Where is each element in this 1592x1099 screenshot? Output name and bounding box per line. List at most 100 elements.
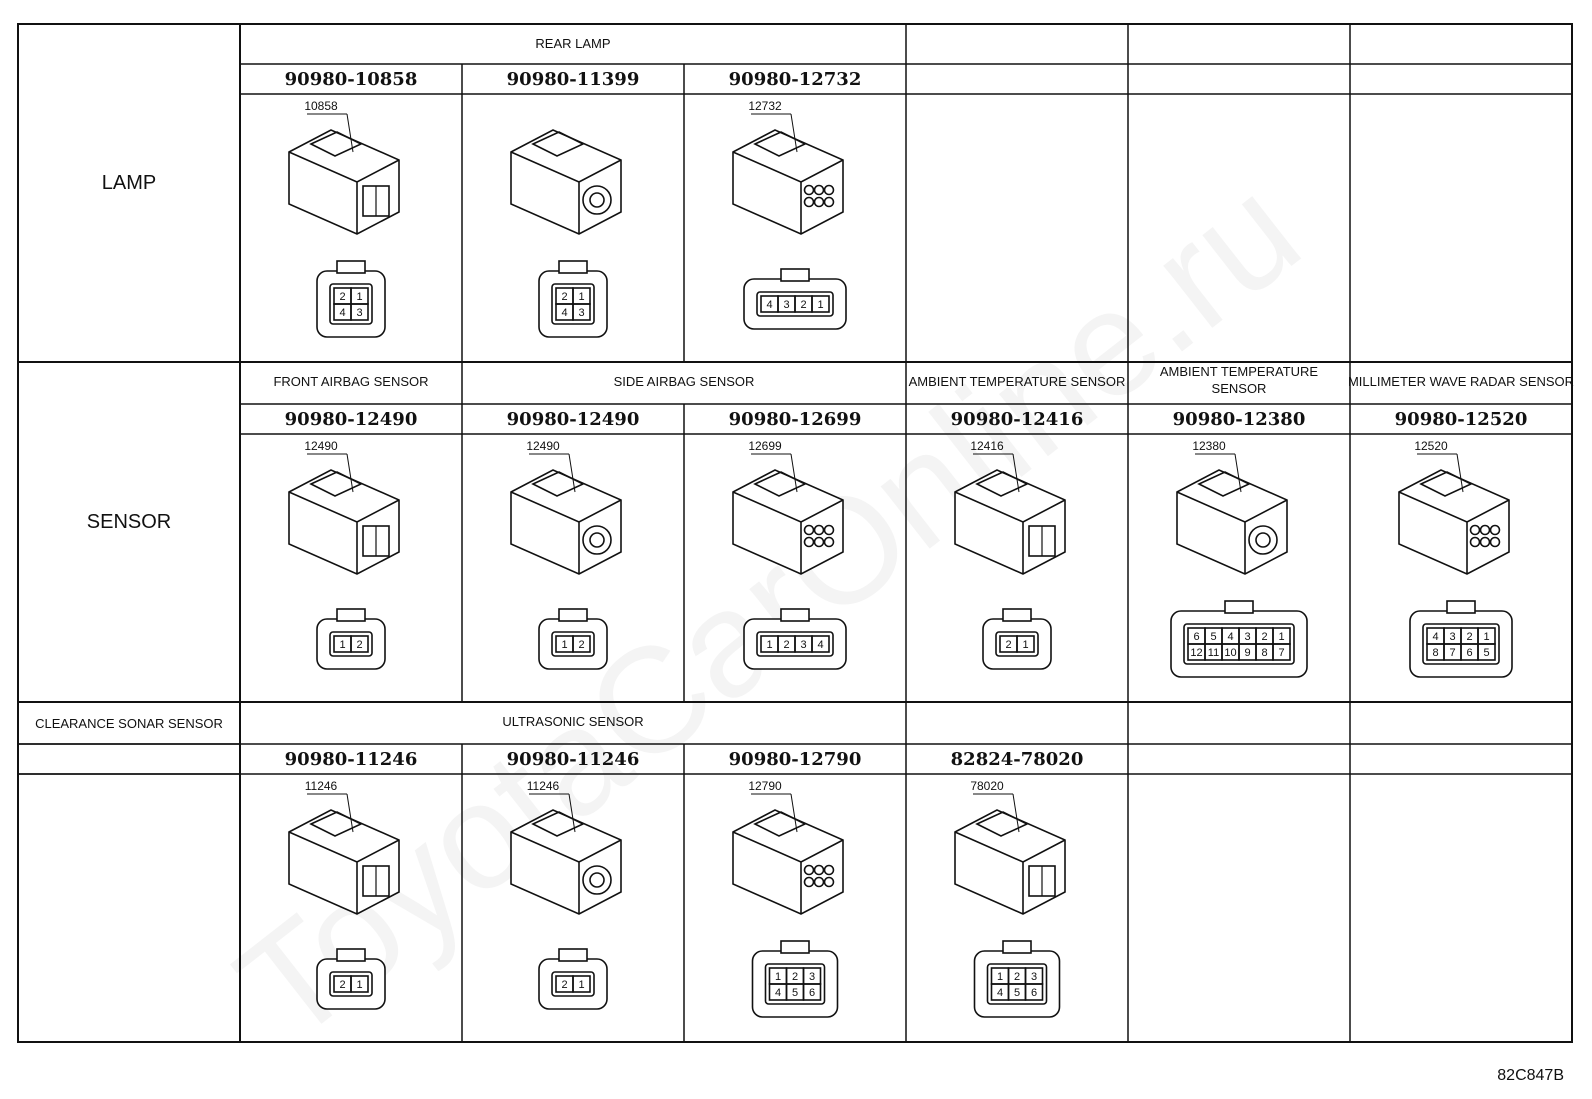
- latch: [1002, 940, 1032, 954]
- housing-edge: [1176, 491, 1288, 574]
- pin-cell: [802, 983, 822, 1001]
- connector-drawing: [1170, 453, 1308, 678]
- lock-tab: [531, 131, 585, 157]
- pin-hole: [823, 196, 835, 208]
- callout-label: 12732: [748, 99, 782, 113]
- latch: [336, 608, 366, 622]
- pin-number: 4: [561, 307, 567, 319]
- socket: [582, 865, 612, 895]
- pin-number: 1: [356, 979, 362, 991]
- pin-hole: [803, 536, 815, 548]
- pin-number: 3: [783, 299, 789, 311]
- lock-tab: [1197, 471, 1251, 497]
- pin-hole: [823, 184, 835, 196]
- part-number: 90980-12380: [1173, 409, 1306, 430]
- pin-number: 3: [809, 971, 815, 983]
- pin-number: 3: [1031, 971, 1037, 983]
- part-number: 90980-12520: [1395, 409, 1528, 430]
- pin-frame: [551, 283, 595, 325]
- part-number: 90980-11246: [507, 749, 640, 770]
- pin-number: 10: [1224, 647, 1236, 659]
- pin-frame: [551, 631, 595, 657]
- pin-number: 2: [1014, 971, 1020, 983]
- connector-drawing: [954, 793, 1066, 1018]
- lock-tab: [309, 471, 363, 497]
- pin-number: 5: [1210, 631, 1216, 643]
- pin-hole: [813, 184, 825, 196]
- callout-leader: [790, 113, 798, 153]
- pin-hole: [803, 184, 815, 196]
- socket-inner: [1255, 532, 1271, 548]
- pin-hole: [1489, 524, 1501, 536]
- socket-inner: [589, 192, 605, 208]
- socket-inner: [589, 872, 605, 888]
- housing-edge: [732, 831, 844, 914]
- row-label: CLEARANCE SONAR SENSOR: [35, 716, 223, 731]
- housing-edge: [510, 831, 622, 914]
- pin-frame: [1422, 623, 1500, 665]
- lock-tab: [975, 811, 1029, 837]
- pin-cell: [811, 295, 830, 313]
- pin-number: 9: [1244, 647, 1250, 659]
- housing-outline: [732, 129, 844, 235]
- callout-leader: [1012, 793, 1020, 833]
- housing-edge: [732, 491, 844, 574]
- pin-number: 2: [1466, 631, 1472, 643]
- pin-number: 2: [339, 291, 345, 303]
- callout-leader: [346, 453, 354, 493]
- lock-tab: [753, 811, 807, 837]
- pin-cell: [811, 635, 830, 653]
- connector-drawing: [288, 113, 400, 338]
- group-header: SIDE AIRBAG SENSOR: [614, 374, 755, 389]
- connector-drawing: [510, 453, 622, 670]
- pin-number: 5: [1014, 987, 1020, 999]
- pin-frame: [995, 631, 1039, 657]
- pin-frame: [329, 971, 373, 997]
- pin-number: 11: [1208, 647, 1219, 659]
- pin-number: 1: [356, 291, 362, 303]
- pin-number: 1: [1278, 631, 1284, 643]
- lock-tab: [531, 471, 585, 497]
- group-header: MILLIMETER WAVE RADAR SENSOR: [1348, 374, 1574, 389]
- latch: [1002, 608, 1032, 622]
- housing-outline: [1176, 469, 1288, 575]
- housing-edge: [510, 151, 622, 234]
- housing-edge: [288, 491, 400, 574]
- pin-cell: [350, 303, 369, 321]
- part-number: 90980-12490: [507, 409, 640, 430]
- group-header: AMBIENT TEMPERATURE SENSOR: [909, 374, 1126, 389]
- pin-number: 1: [766, 639, 772, 651]
- part-number: 90980-12490: [285, 409, 418, 430]
- pin-cell: [572, 303, 591, 321]
- socket-inner: [589, 532, 605, 548]
- callout-leader: [346, 113, 354, 153]
- housing-outline: [510, 809, 622, 915]
- housing-outline: [288, 129, 400, 235]
- pin-cell: [1024, 983, 1044, 1001]
- pin-number: 7: [1449, 647, 1455, 659]
- latch: [1446, 600, 1476, 614]
- pin-cell: [1272, 643, 1291, 661]
- connector-drawing: [510, 129, 622, 338]
- latch: [336, 260, 366, 274]
- pin-number: 2: [578, 639, 584, 651]
- part-number: 90980-12790: [729, 749, 862, 770]
- row-label: SENSOR: [87, 511, 171, 533]
- latch: [558, 608, 588, 622]
- housing-edge: [288, 151, 400, 234]
- pin-number: 1: [339, 639, 345, 651]
- pin-number: 4: [339, 307, 345, 319]
- pin-number: 1: [1483, 631, 1489, 643]
- pin-number: 3: [356, 307, 362, 319]
- housing-outline: [288, 809, 400, 915]
- pin-cell: [1477, 643, 1496, 661]
- pin-number: 6: [1466, 647, 1472, 659]
- lock-tab: [975, 471, 1029, 497]
- pin-hole: [813, 536, 825, 548]
- pin-hole: [1479, 524, 1491, 536]
- callout-label: 12380: [1192, 439, 1226, 453]
- latch: [780, 940, 810, 954]
- pin-number: 3: [1244, 631, 1250, 643]
- socket: [582, 525, 612, 555]
- pin-hole: [813, 876, 825, 888]
